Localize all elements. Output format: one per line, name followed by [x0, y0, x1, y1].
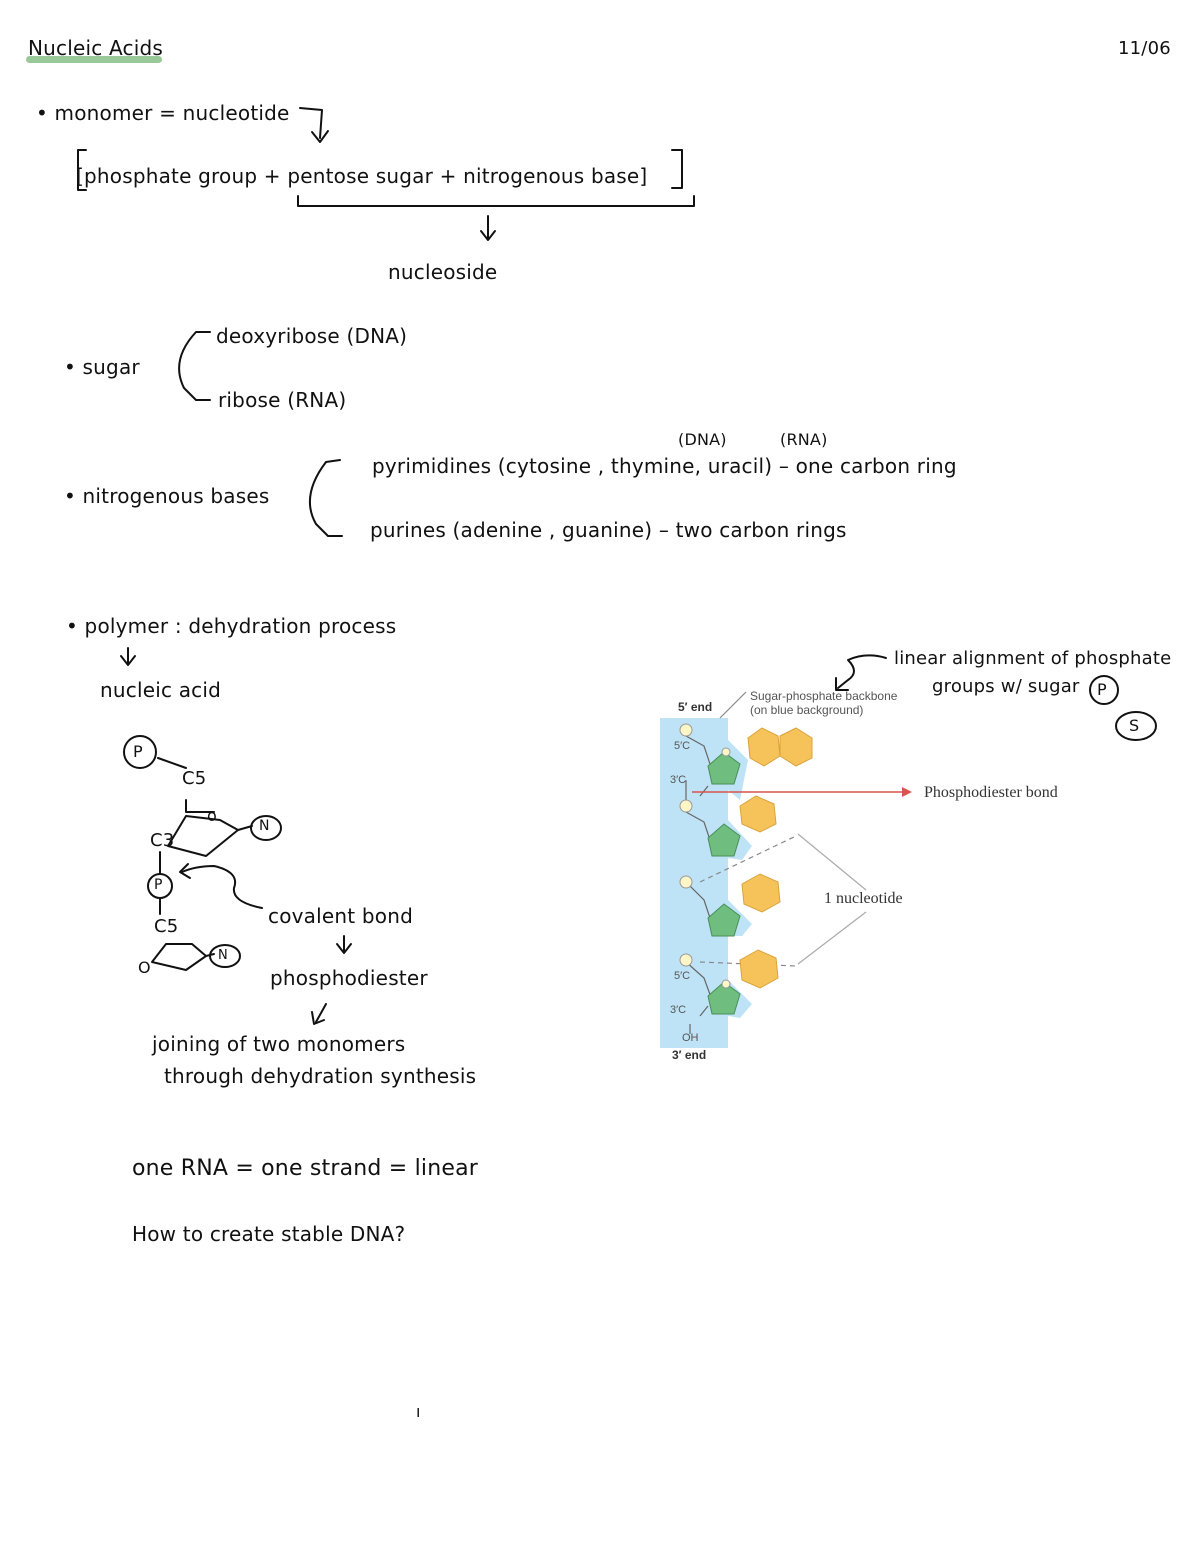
dna-note: (DNA)	[678, 430, 727, 449]
backbone-label-2: (on blue background)	[750, 703, 864, 717]
base-shape	[741, 873, 781, 913]
phosphate-dot	[679, 799, 693, 813]
left-bracket	[77, 149, 87, 191]
sugar-shape	[707, 823, 741, 857]
phosphate-circle-2	[147, 873, 173, 899]
phosphate-circle-1	[123, 735, 157, 769]
structure-c5-2: C5	[154, 916, 179, 937]
nucleoside-brace	[297, 195, 695, 207]
note-p-label: P	[1097, 680, 1107, 699]
sugar-shape	[707, 981, 741, 1015]
structure-c3: C3	[150, 830, 175, 851]
figure-oh: OH	[682, 1032, 699, 1044]
sugar-shape	[707, 903, 741, 937]
structure-o: o	[207, 806, 217, 825]
rna-strand-line: one RNA = one strand = linear	[132, 1156, 479, 1181]
note-s-circle	[1115, 711, 1157, 741]
page-title: Nucleic Acids	[28, 36, 164, 60]
sugar-ring-2	[151, 943, 207, 971]
nucleotide-arrow	[299, 107, 323, 139]
sugar-ribose: ribose (RNA)	[218, 388, 347, 412]
bases-brace	[309, 459, 343, 537]
base-shape	[739, 795, 777, 833]
structure-oh: O	[138, 958, 151, 977]
joining-line-2: through dehydration synthesis	[164, 1064, 477, 1088]
nucleic-acid-label: nucleic acid	[100, 678, 222, 702]
base-shape	[779, 727, 813, 767]
figure-5c-top: 5′C	[674, 740, 691, 752]
sugar-ring-1	[167, 815, 239, 857]
linear-alignment-note-2: groups w/ sugar	[932, 676, 1080, 697]
pyrimidines-line: pyrimidines (cytosine , thymine, uracil)…	[372, 454, 957, 478]
structure-n-1: N	[259, 818, 270, 834]
polymer-line: • polymer : dehydration process	[66, 614, 397, 638]
backbone-label-1: Sugar-phosphate backbone	[750, 689, 898, 703]
base-shape	[739, 949, 779, 989]
figure-5-end: 5′ end	[678, 700, 713, 714]
covalent-arrow	[181, 865, 263, 909]
backbone-background	[660, 718, 728, 1048]
sugar-deoxyribose: deoxyribose (DNA)	[216, 324, 408, 348]
covalent-bond-label: covalent bond	[268, 904, 413, 928]
figure-3c-bottom: 3′C	[670, 1004, 687, 1016]
structure-p-2: P	[154, 877, 163, 893]
note-s-label: S	[1129, 716, 1140, 735]
nucleotide-components: [phosphate group + pentose sugar + nitro…	[76, 164, 648, 188]
stable-dna-question: How to create stable DNA?	[132, 1222, 406, 1246]
phosphate-dot	[679, 875, 693, 889]
right-bracket	[671, 149, 683, 189]
structure-n-2: N	[218, 948, 228, 963]
phosphate-dot	[679, 723, 693, 737]
sugar-shape	[707, 751, 741, 785]
linear-alignment-note-1: linear alignment of phosphate	[894, 648, 1172, 669]
structure-c5-1: C5	[182, 768, 207, 789]
title-highlight	[26, 56, 162, 63]
rna-note: (RNA)	[780, 430, 828, 449]
monomer-line: • monomer = nucleotide	[36, 101, 290, 125]
base-circle-2	[209, 944, 241, 968]
note-arrow	[837, 654, 887, 689]
one-nucleotide-label: 1 nucleotide	[824, 890, 903, 907]
figure-3-end: 3′ end	[672, 1048, 707, 1062]
phosphodiester-label: phosphodiester	[270, 966, 428, 990]
page-date: 11/06	[1118, 38, 1171, 59]
stray-mark: ı	[416, 1402, 421, 1421]
base-shape	[747, 727, 781, 767]
joining-line-1: joining of two monomers	[152, 1032, 406, 1056]
phosphodiester-bond-label: Phosphodiester bond	[924, 784, 1058, 801]
sugar-label: • sugar	[64, 355, 140, 379]
phosphate-dot	[679, 953, 693, 967]
structure-p-1: P	[133, 742, 143, 761]
base-circle-1	[250, 815, 282, 841]
note-p-circle	[1089, 675, 1119, 705]
bases-label: • nitrogenous bases	[64, 484, 270, 508]
nucleoside-label: nucleoside	[388, 260, 498, 284]
sugar-brace	[178, 331, 211, 401]
figure-3c-top: 3′C	[670, 774, 687, 786]
figure-5c-bottom: 5′C	[674, 970, 691, 982]
purines-line: purines (adenine , guanine) – two carbon…	[370, 518, 847, 542]
